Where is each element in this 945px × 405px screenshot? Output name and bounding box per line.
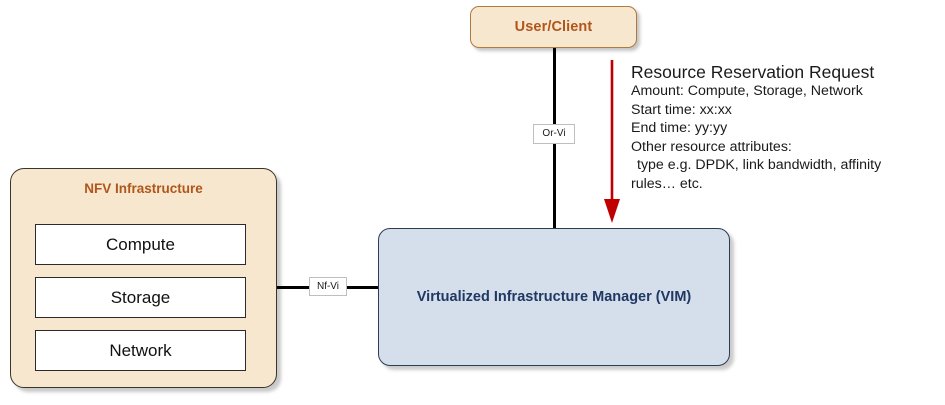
node-user-client[interactable]: User/Client [470,6,637,48]
node-nfv-infrastructure-title: NFV Infrastructure [84,181,203,196]
node-vim-label: Virtualized Infrastructure Manager (VIM) [416,289,692,305]
connector-label-or-vi[interactable]: Or-Vi [533,124,575,144]
nfvi-resource-storage-label: Storage [110,287,171,307]
nfvi-resource-compute-label: Compute [106,234,175,254]
connector-label-nf-vi[interactable]: Nf-Vi [309,277,347,296]
nfvi-resource-network[interactable]: Network [35,330,246,371]
resource-reservation-request-arrow-icon [604,60,620,223]
request-detail-other-attributes: Other resource attributes: [631,138,792,155]
node-user-client-label: User/Client [514,19,593,35]
nfvi-resource-compute[interactable]: Compute [35,224,246,265]
connector-label-or-vi-text: Or-Vi [542,128,566,139]
nfvi-resource-storage[interactable]: Storage [35,277,246,318]
request-detail-end-time: End time: yy:yy [631,120,728,137]
nfvi-resource-network-label: Network [109,340,172,360]
request-detail-attribute-examples: type e.g. DPDK, link bandwidth, affinity [637,157,882,174]
connector-label-nf-vi-text: Nf-Vi [316,280,340,292]
request-detail-amount: Amount: Compute, Storage, Network [631,83,863,99]
request-detail-rules: rules… etc. [631,175,703,192]
resource-reservation-request-text: Resource Reservation Request Amount: Com… [631,62,941,194]
request-detail-start-time: Start time: xx:xx [631,101,732,118]
request-title: Resource Reservation Request [631,62,875,82]
node-nfv-infrastructure[interactable]: NFV Infrastructure Compute Storage Netwo… [10,168,277,388]
node-vim[interactable]: Virtualized Infrastructure Manager (VIM) [378,228,730,366]
